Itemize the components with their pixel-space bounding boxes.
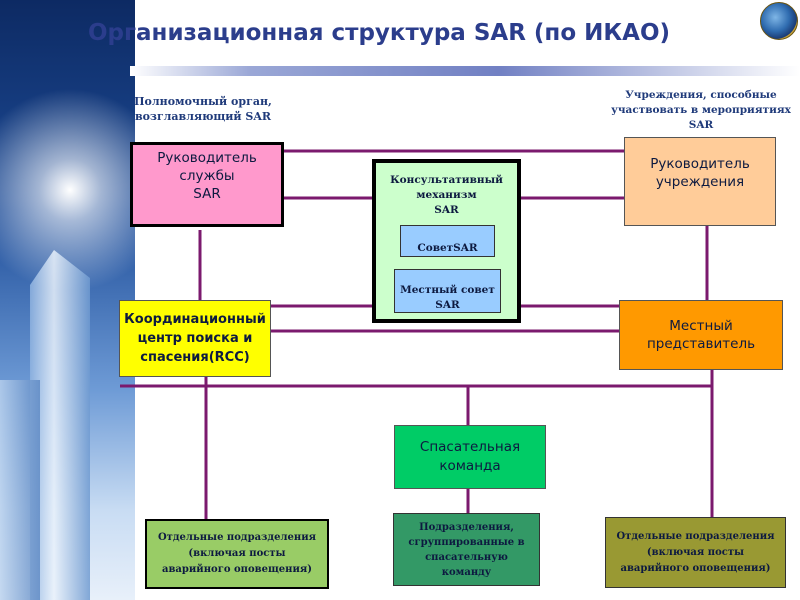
box-line: Местный [669,318,733,334]
box-line: Отдельные подразделения [616,530,775,542]
caption-authority: Полномочный орган, возглавляющий SAR [128,94,278,124]
box-units-grouped: Подразделения, сгруппированные в спасате… [393,513,540,586]
box-line: SAR [435,299,460,311]
caption-line: SAR [688,119,714,131]
box-rescue-team: Спасательная команда [394,425,546,489]
box-local-council: Местный совет SAR [394,269,501,313]
box-line: Местный совет [400,284,495,296]
box-line: сгруппированные в [408,536,525,548]
box-line: команда [439,458,501,474]
box-line: службы [179,167,235,184]
title-underline [130,66,800,76]
box-line: Подразделения, [419,521,514,533]
box-line: (включая посты [188,548,286,559]
box-line: Отдельные подразделения [157,532,317,543]
box-sar-head: Руководитель службы SAR [130,142,284,227]
box-institution-head: Руководитель учреждения [624,137,776,226]
box-sar-council: СоветSAR [400,225,495,257]
box-line: команду [441,566,492,578]
box-units-left: Отдельные подразделения (включая посты а… [145,519,329,589]
box-line: спасения(RCC) [140,350,250,365]
box-line: аварийного оповещения) [161,564,312,575]
box-line: представитель [646,336,756,352]
round-emblem-icon [760,2,798,40]
caption-line: участвовать в мероприятиях [611,104,791,116]
box-units-right: Отдельные подразделения (включая посты а… [605,517,786,588]
box-line: SAR [193,185,221,202]
box-line: Руководитель [157,149,257,166]
caption-line: Учреждения, способные [625,89,777,101]
box-line: центр поиска и [137,331,253,346]
caption-line: возглавляющий SAR [134,110,272,123]
box-line: Руководитель [650,155,750,172]
box-line: Спасательная [419,439,521,455]
box-line: механизм [416,189,477,201]
box-line: Консультативный [390,174,503,186]
box-line: SAR [434,204,459,216]
box-local-representative: Местный представитель [619,300,783,370]
box-line: спасательную [425,551,508,563]
box-line: Координационный [124,312,266,327]
box-rcc: Координационный центр поиска и спасения(… [119,300,271,377]
page-title: Организационная структура SAR (по ИКАО) [88,20,671,46]
caption-line: Полномочный орган, [134,95,272,108]
box-line: (включая посты [646,546,745,558]
box-line: учреждения [655,173,745,190]
box-line: аварийного оповещения) [620,562,771,574]
caption-institutions: Учреждения, способные участвовать в меро… [606,88,796,133]
